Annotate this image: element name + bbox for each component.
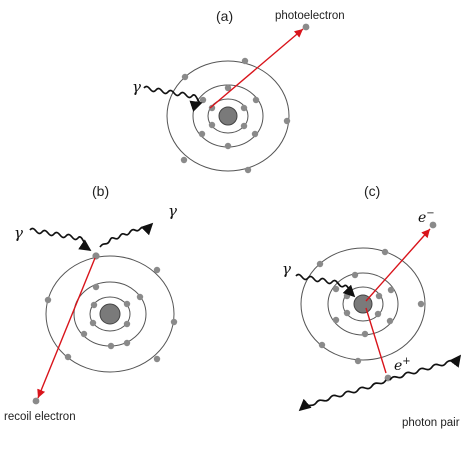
orbit-inner [89,296,131,332]
electron [241,57,249,65]
orbit-outer [300,247,426,361]
electron-charge: − [426,208,434,219]
panel-b-label: (b) [92,183,109,199]
electron [224,142,232,150]
orbit-inner [207,98,249,134]
electron [332,316,340,324]
electron [387,286,395,294]
electron [80,330,88,338]
electron [64,353,72,361]
electron [123,339,131,347]
electron [417,300,425,308]
positron-letter: e [394,358,402,374]
gamma-wave [295,273,356,298]
electron [316,260,324,268]
photoelectron-label: photoelectron [275,10,345,22]
electron [90,301,98,309]
nucleus [218,106,238,126]
electron [343,292,351,300]
electrons [316,248,425,365]
panel-a-label: (a) [216,8,233,24]
electron [208,104,216,112]
electron [107,342,115,350]
electron [354,357,362,365]
panel-a: (a) γ photoelectron [132,8,345,174]
electron [381,248,389,256]
electron-path [365,228,431,302]
orbit-inner [342,286,384,322]
electron [240,104,248,112]
photon-2-wave [298,379,387,412]
electron [123,300,131,308]
electron [332,285,340,293]
electron [375,292,383,300]
positron-charge: + [402,356,410,367]
photon-1-wave [389,354,462,381]
gamma-in-symbol: γ [14,224,23,242]
panel-c-label: (c) [364,183,380,199]
electron [208,121,216,129]
gamma-symbol: γ [282,260,291,278]
electron [240,122,248,130]
electrons [44,252,178,363]
gamma-out-symbol: γ [168,202,177,220]
gamma-out-wave [99,222,154,248]
electron [123,320,131,328]
electron [386,317,394,325]
gamma-symbol: γ [132,78,141,96]
nucleus [99,303,121,325]
recoil-electron [32,397,40,405]
recoil-electron-label: recoil electron [4,411,76,423]
electron [92,252,100,260]
electron [198,130,206,138]
electron-letter: e [418,210,426,226]
positron-path [365,307,387,374]
electron [343,309,351,317]
electron [44,296,52,304]
electron [181,73,189,81]
electron [244,166,252,174]
panel-b: (b) γ γ recoil electron [4,183,178,423]
photoelectron-path [209,28,304,109]
electron [252,96,260,104]
electron-symbol: e− [418,208,435,226]
electron [374,310,382,318]
electron [351,271,359,279]
electron [153,355,161,363]
electron [136,293,144,301]
gamma-wave [143,85,203,112]
orbit-outer [166,60,290,172]
electron [89,319,97,327]
ejected-electron [302,23,310,31]
electron [153,266,161,274]
ejected-electron [429,221,437,229]
recoil-electron-path [37,257,96,399]
electron [318,341,326,349]
electron [92,283,100,291]
panel-c: (c) γ e− e+ ph [282,183,462,429]
electron [199,96,207,104]
electron [170,318,178,326]
electron [224,84,232,92]
electron [283,117,291,125]
gamma-in-wave [29,227,92,251]
photon-pair-label: photon pair [402,417,460,429]
electron [180,156,188,164]
positron-symbol: e+ [394,356,411,374]
electron [361,330,369,338]
electron [251,130,259,138]
orbit-outer [45,255,175,373]
